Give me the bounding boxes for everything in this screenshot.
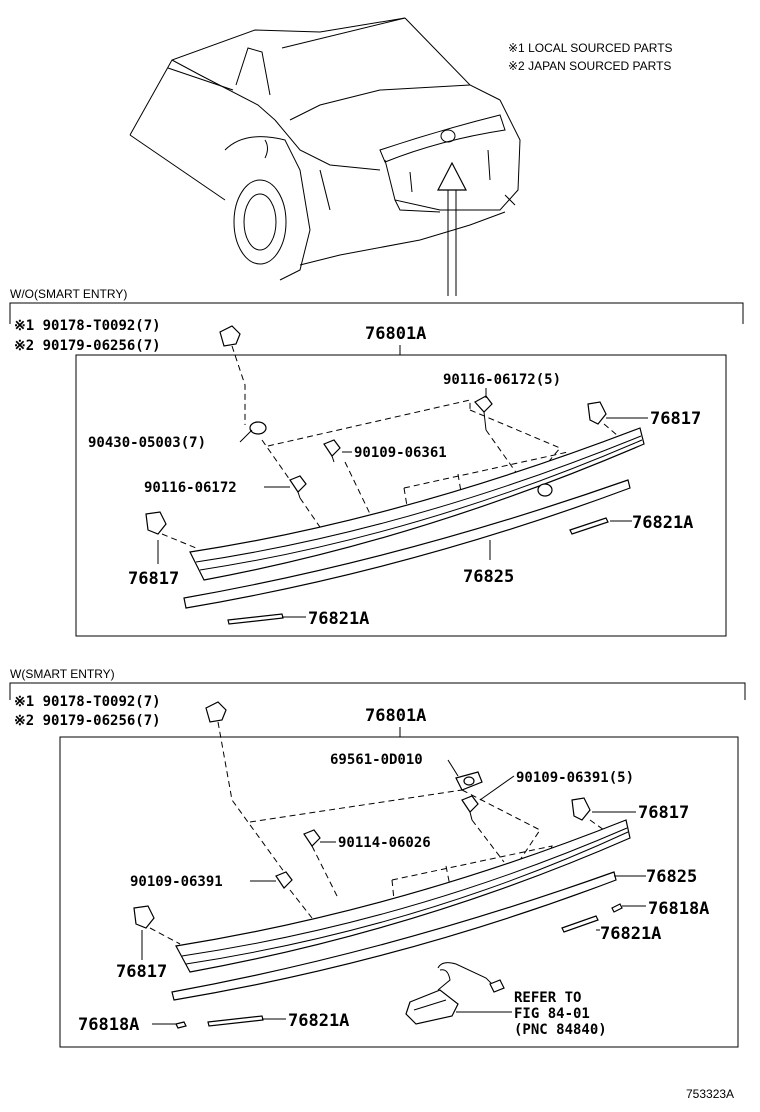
part-90109-06391-x5: 90109-06391(5) — [516, 770, 634, 786]
bolt-icon — [303, 829, 321, 847]
bolt-icon — [474, 395, 493, 431]
part-76817-right: 76817 — [650, 409, 701, 429]
bolt-icon — [323, 439, 341, 463]
part-76825: 76825 — [646, 867, 697, 887]
strip-76821A — [227, 613, 284, 625]
section-bottom-heading: W(SMART ENTRY) — [10, 667, 115, 681]
section-top-box — [75, 354, 727, 637]
section-top-bracket — [9, 302, 744, 324]
strip-76821A — [207, 1015, 264, 1027]
refer-to-line3: (PNC 84840) — [514, 1022, 607, 1038]
fastener-icon — [587, 401, 607, 425]
part-90114-06026: 90114-06026 — [338, 835, 431, 851]
garnish-76801A — [175, 819, 631, 973]
note-local-sourced: ※1 LOCAL SOURCED PARTS — [508, 41, 673, 55]
section-bottom-box — [59, 736, 739, 1048]
refer-to-line2: FIG 84-01 — [514, 1006, 590, 1022]
ref-local-90178: ※1 90178-T0092(7) — [14, 694, 161, 710]
section-bottom-bracket — [9, 682, 746, 700]
bolt-icon — [461, 795, 479, 821]
part-90430-05003: 90430-05003(7) — [88, 435, 206, 451]
refer-to-line1: REFER TO — [514, 990, 581, 1006]
part-76818A-right: 76818A — [648, 899, 709, 919]
part-76817-left: 76817 — [116, 962, 167, 982]
part-90109-06391: 90109-06391 — [130, 874, 223, 890]
switch-harness-icon — [405, 962, 505, 1025]
note-japan-sourced: ※2 JAPAN SOURCED PARTS — [508, 59, 671, 73]
part-90116-06172-x5: 90116-06172(5) — [443, 372, 561, 388]
part-90116-06172: 90116-06172 — [144, 480, 237, 496]
molding-76825 — [183, 479, 631, 609]
garnish-76801A — [189, 427, 645, 581]
section-top-heading: W/O(SMART ENTRY) — [10, 287, 127, 301]
fastener-icon — [133, 905, 155, 929]
part-76821A-bottom: 76821A — [308, 609, 369, 629]
clip-76818A-icon — [611, 903, 623, 913]
clip-icon — [219, 325, 241, 347]
bolt-icon — [275, 871, 293, 889]
part-76801A: 76801A — [365, 706, 426, 726]
molding-76825 — [171, 871, 617, 1001]
clip-icon — [205, 701, 227, 723]
part-90109-06361: 90109-06361 — [354, 445, 447, 461]
part-76821A-right: 76821A — [632, 513, 693, 533]
part-76821A-right: 76821A — [600, 924, 661, 944]
part-76825: 76825 — [463, 567, 514, 587]
figure-id: 753323A — [686, 1087, 734, 1101]
car-illustration — [129, 17, 521, 281]
part-76818A-left: 76818A — [78, 1015, 139, 1035]
nut-icon — [249, 421, 267, 435]
fastener-icon — [571, 797, 591, 821]
part-76817-right: 76817 — [638, 803, 689, 823]
part-76817-left: 76817 — [128, 569, 179, 589]
fastener-icon — [145, 511, 167, 535]
part-76801A: 76801A — [365, 324, 426, 344]
part-69561-0D010: 69561-0D010 — [330, 752, 423, 768]
clip-76818A-icon — [175, 1021, 187, 1029]
sensor-bracket-icon — [455, 771, 483, 791]
ref-japan-90179: ※2 90179-06256(7) — [14, 713, 161, 729]
ref-japan-90179: ※2 90179-06256(7) — [14, 338, 161, 354]
ref-local-90178: ※1 90178-T0092(7) — [14, 318, 161, 334]
pointer-arrow — [437, 161, 467, 296]
strip-76821A — [569, 517, 609, 535]
part-76821A-bottom: 76821A — [288, 1011, 349, 1031]
strip-76821A — [561, 915, 599, 933]
bolt-icon — [289, 475, 307, 499]
